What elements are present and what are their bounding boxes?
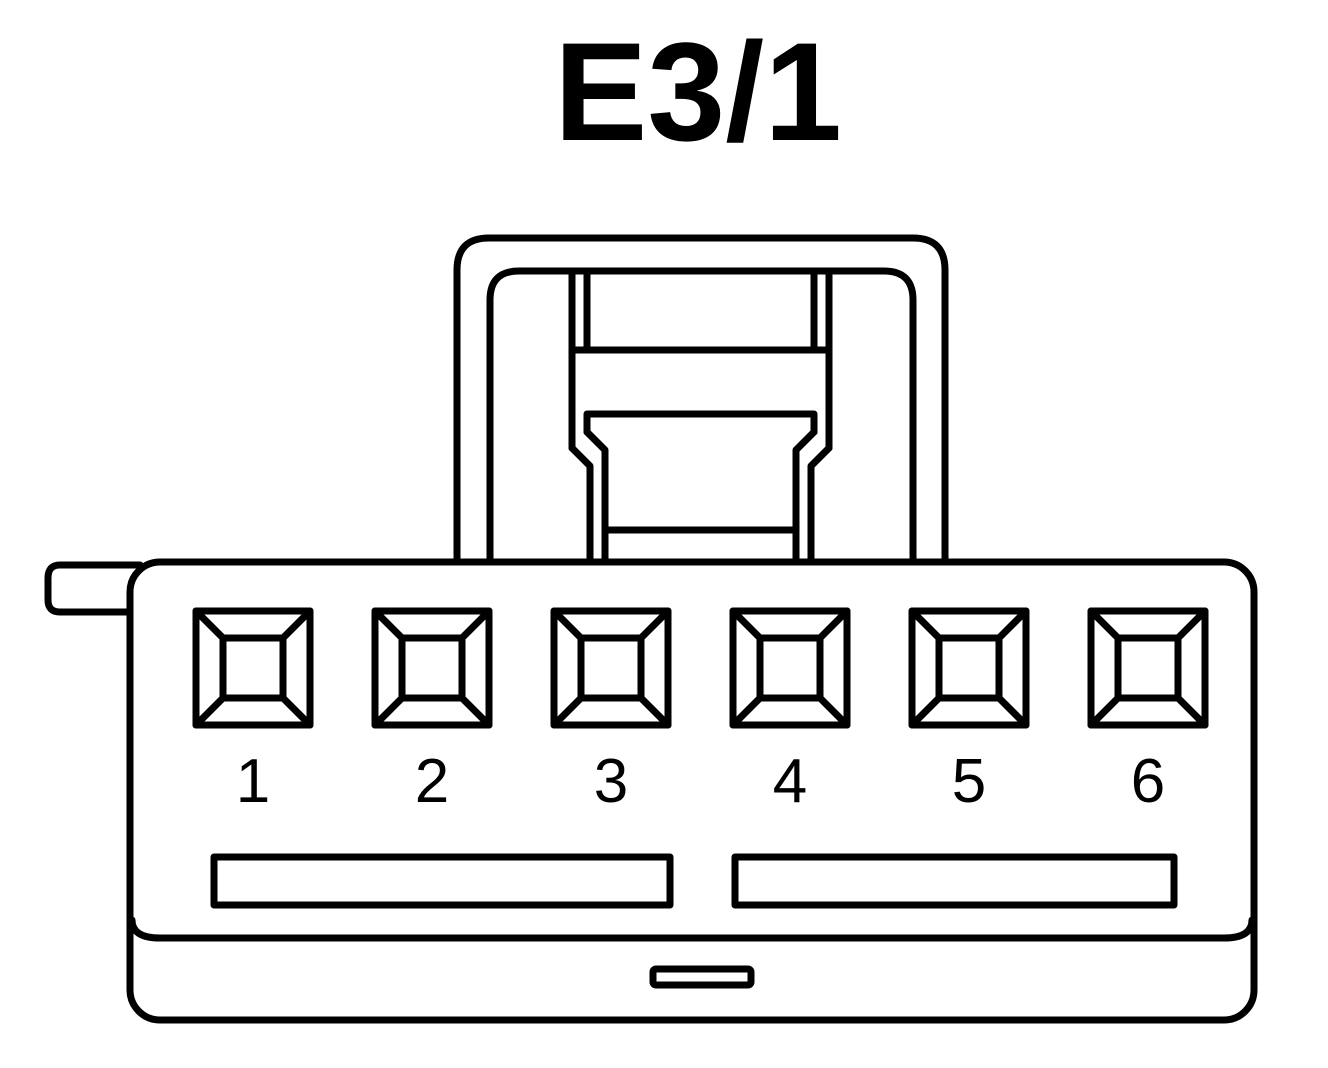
pin-cavity xyxy=(729,607,851,729)
pin-cavity-outer xyxy=(192,607,314,729)
terminal-cavities xyxy=(192,607,1209,729)
pin-cavity-chamfer xyxy=(729,607,764,642)
pin-label: 1 xyxy=(236,747,270,816)
lower-slot-left xyxy=(210,853,674,909)
latch-tab xyxy=(568,267,833,564)
pin-label: 4 xyxy=(773,747,807,816)
pin-cavity xyxy=(371,607,493,729)
pin-cavity-chamfer xyxy=(1174,607,1209,642)
pin-cavity-outer xyxy=(371,607,493,729)
pin-label: 6 xyxy=(1131,747,1165,816)
pin-cavity-inner xyxy=(935,634,1003,702)
pin-cavity-chamfer xyxy=(1087,607,1122,642)
pin-cavity-outer xyxy=(1087,607,1209,729)
pin-cavity-chamfer xyxy=(550,607,585,642)
pin-cavity-inner xyxy=(577,634,645,702)
pin-cavity-chamfer xyxy=(995,694,1030,729)
connector-title: E3/1 xyxy=(554,13,842,170)
pin-cavity xyxy=(550,607,672,729)
pin-cavity-outer xyxy=(908,607,1030,729)
pin-cavity xyxy=(192,607,314,729)
pin-cavity-chamfer xyxy=(550,694,585,729)
pin-cavity-outer xyxy=(550,607,672,729)
pin-cavity-inner xyxy=(1114,634,1182,702)
pin-cavity-chamfer xyxy=(995,607,1030,642)
side-guide-ear xyxy=(44,561,144,616)
pin-label: 3 xyxy=(594,747,628,816)
bottom-key-slot xyxy=(649,965,755,989)
pin-cavity-chamfer xyxy=(908,607,943,642)
pin-cavity-chamfer xyxy=(908,694,943,729)
pin-cavity-chamfer xyxy=(371,694,406,729)
pin-cavity-chamfer xyxy=(637,694,672,729)
pin-cavity-chamfer xyxy=(729,694,764,729)
pin-cavity-chamfer xyxy=(816,694,851,729)
pin-cavity-chamfer xyxy=(279,694,314,729)
pin-cavity-chamfer xyxy=(1087,694,1122,729)
pin-cavity-outer xyxy=(729,607,851,729)
connector-body xyxy=(126,558,1258,1024)
pin-cavity xyxy=(1087,607,1209,729)
pin-cavity xyxy=(908,607,1030,729)
pin-cavity-chamfer xyxy=(192,694,227,729)
pin-label: 5 xyxy=(952,747,986,816)
pin-cavity-chamfer xyxy=(816,607,851,642)
pin-cavity-chamfer xyxy=(192,607,227,642)
latch-housing xyxy=(453,234,949,564)
pin-cavity-inner xyxy=(398,634,466,702)
pin-cavity-chamfer xyxy=(458,607,493,642)
pin-cavity-chamfer xyxy=(1174,694,1209,729)
pin-label: 2 xyxy=(415,747,449,816)
pin-cavity-chamfer xyxy=(279,607,314,642)
pin-labels: 1 2 3 4 5 6 xyxy=(236,747,1165,816)
lower-slot-right xyxy=(731,853,1178,909)
body-face-divider xyxy=(128,916,1256,942)
pin-cavity-chamfer xyxy=(371,607,406,642)
pin-cavity-inner xyxy=(219,634,287,702)
pin-cavity-chamfer xyxy=(458,694,493,729)
pin-cavity-chamfer xyxy=(637,607,672,642)
pin-cavity-inner xyxy=(756,634,824,702)
